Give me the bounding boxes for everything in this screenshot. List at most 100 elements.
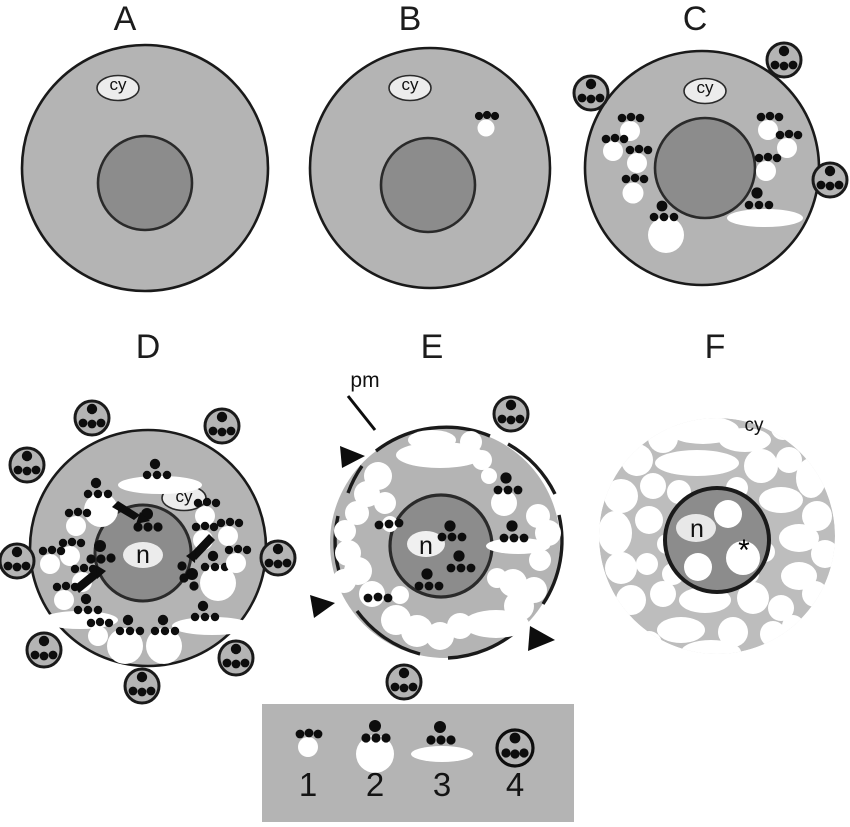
particle-cluster xyxy=(437,520,467,542)
virion-type-4 xyxy=(8,446,46,484)
particle xyxy=(76,538,86,548)
particle xyxy=(162,470,172,480)
particle xyxy=(509,732,521,744)
particle xyxy=(744,200,754,210)
nuclear-vacuole xyxy=(684,553,712,581)
particle xyxy=(513,485,523,495)
particle xyxy=(216,411,228,423)
vesicle-body xyxy=(345,501,369,525)
particle xyxy=(230,643,242,655)
particle xyxy=(751,187,763,199)
particle xyxy=(383,593,393,603)
particle xyxy=(208,426,218,436)
particle xyxy=(509,533,519,543)
particle xyxy=(414,581,424,591)
vesicle-body xyxy=(146,628,182,664)
particle xyxy=(210,562,220,572)
particle xyxy=(125,626,135,636)
cytoplasm-label: cy xyxy=(401,75,419,94)
particle xyxy=(87,419,97,429)
particle xyxy=(48,650,58,660)
particle xyxy=(133,522,143,532)
virion-type-4 xyxy=(385,663,423,701)
vesicle-body xyxy=(218,526,238,546)
nucleus xyxy=(96,134,194,232)
particle xyxy=(233,544,243,554)
particle xyxy=(22,466,32,476)
n-label-ellipse xyxy=(676,514,716,542)
particle xyxy=(772,153,782,163)
particle xyxy=(95,617,105,627)
particle xyxy=(371,733,381,743)
vesicle-body xyxy=(200,565,236,601)
particle xyxy=(625,145,635,155)
vesicle-body xyxy=(481,468,497,484)
particle xyxy=(80,593,92,605)
panel-d-cell xyxy=(0,399,297,705)
vesicle-body xyxy=(756,161,776,181)
membrane-arc xyxy=(355,609,421,656)
cisterna-type-3 xyxy=(172,600,252,635)
particle xyxy=(210,612,220,622)
particle xyxy=(754,153,764,163)
particle xyxy=(779,61,789,71)
particle xyxy=(505,399,517,411)
particle xyxy=(104,618,114,628)
vesicle-body xyxy=(374,492,396,514)
panel-d-label: D xyxy=(135,328,161,366)
particle xyxy=(96,554,106,564)
particle xyxy=(209,522,219,532)
particle xyxy=(86,554,96,564)
nucleus-label: n xyxy=(690,515,704,543)
legend-symbol-1 xyxy=(295,728,323,757)
cytoplasm-label: cy xyxy=(109,75,127,94)
virion-type-4 xyxy=(765,41,803,79)
particle xyxy=(447,532,457,542)
particle xyxy=(421,568,433,580)
transport-arrow xyxy=(74,565,106,593)
particle xyxy=(384,519,394,529)
cisterna-body xyxy=(727,209,803,227)
particle xyxy=(93,489,103,499)
particle xyxy=(197,600,209,612)
vesicle-group-type-1 xyxy=(38,497,252,646)
particle xyxy=(456,563,466,573)
particle xyxy=(86,403,98,415)
panel-a-label: A xyxy=(113,0,137,38)
fused-vacuole xyxy=(408,430,456,450)
particle xyxy=(200,612,210,622)
panel-b-label: B xyxy=(398,0,422,38)
particle xyxy=(150,626,160,636)
particle xyxy=(784,129,794,139)
vesicle-group-right xyxy=(754,111,803,181)
arrow-shaft xyxy=(190,534,215,560)
particle xyxy=(390,682,400,692)
vesicle-body xyxy=(627,153,647,173)
particle xyxy=(272,543,284,555)
particle xyxy=(202,497,212,507)
particle xyxy=(649,212,659,222)
panel-e-cell xyxy=(310,395,564,701)
cy-label-ellipse xyxy=(683,77,727,105)
vesicle-body xyxy=(195,506,215,526)
vesicle-body xyxy=(298,737,318,757)
particle xyxy=(70,564,80,574)
virion-type-4 xyxy=(203,407,241,445)
vesicle-body xyxy=(648,217,684,253)
vesicle-body xyxy=(758,120,778,140)
particle xyxy=(506,415,516,425)
particle xyxy=(73,605,83,615)
particle xyxy=(234,518,244,528)
particle xyxy=(38,546,48,556)
rupture-arrowhead xyxy=(340,446,365,468)
particle-cluster xyxy=(493,472,523,495)
particle xyxy=(756,112,766,122)
panel-c-cell xyxy=(572,41,849,287)
n-label-ellipse xyxy=(123,542,163,568)
particle xyxy=(177,561,187,571)
virion-type-4 xyxy=(73,399,111,437)
particle xyxy=(369,720,381,732)
panel-f-cell xyxy=(599,418,835,654)
particle xyxy=(73,507,83,517)
